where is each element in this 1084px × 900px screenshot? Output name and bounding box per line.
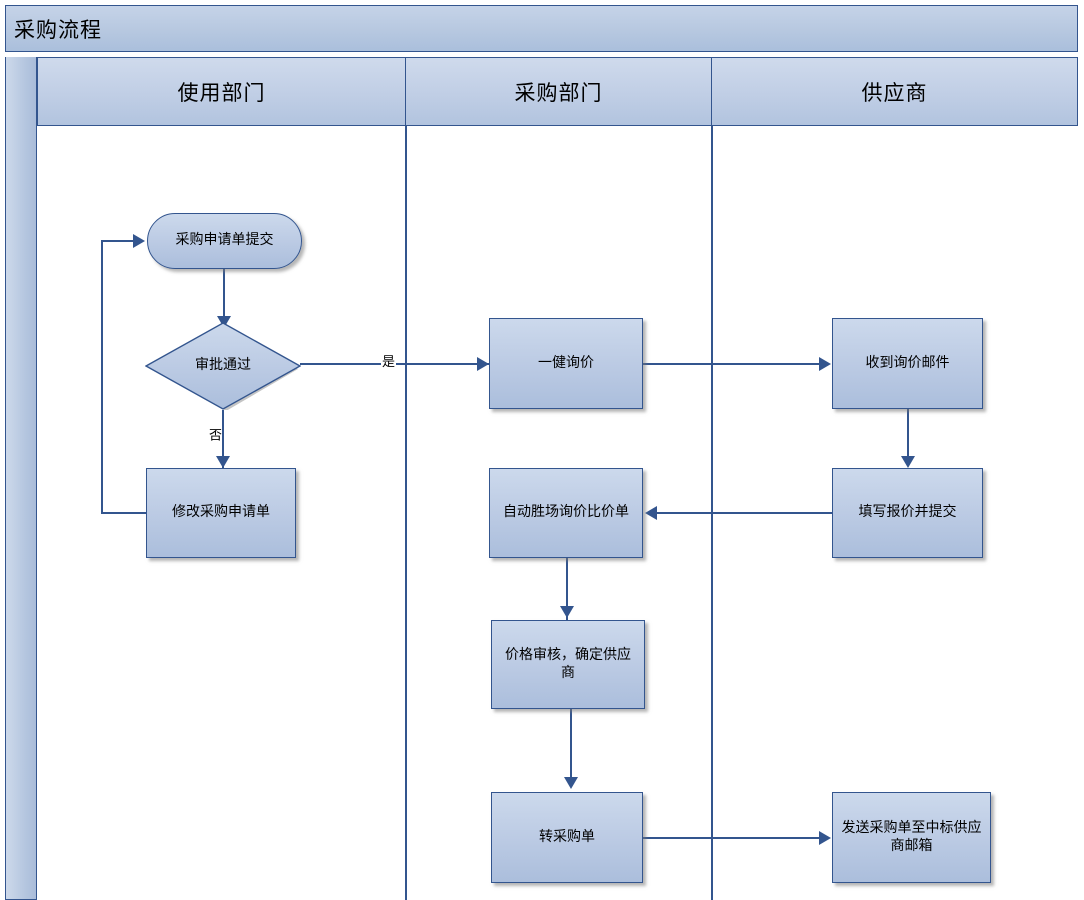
arrowhead-approval-no [216, 456, 230, 468]
lane-header-label: 供应商 [861, 80, 928, 105]
arrowhead-approval-yes [477, 357, 489, 371]
node-fill-and-submit-quote[interactable]: 填写报价并提交 [832, 468, 983, 558]
node-price-review-select-supplier[interactable]: 价格审核，确定供应商 [491, 620, 645, 709]
node-label: 价格审核，确定供应商 [505, 648, 631, 681]
node-label: 发送采购单至中标供应商邮箱 [841, 821, 982, 854]
lane-header-supplier: 供应商 [711, 57, 1078, 126]
node-label: 修改采购申请单 [172, 505, 270, 521]
lane-header-purchasing-department: 采购部门 [405, 57, 712, 126]
connector-approval-no [222, 410, 224, 468]
node-label: 填写报价并提交 [858, 505, 957, 521]
pool-left-band [5, 57, 37, 900]
arrowhead-auto-compare-to-price-review [560, 606, 574, 618]
node-label: 一健询价 [538, 355, 594, 371]
node-approval-decision[interactable]: 审批通过 [145, 322, 301, 410]
node-convert-to-purchase-order[interactable]: 转采购单 [491, 792, 643, 883]
node-receive-inquiry-email[interactable]: 收到询价邮件 [832, 318, 983, 409]
connector-receive-mail-to-fill-quote [907, 409, 909, 460]
lane-divider-1 [405, 126, 407, 900]
connector-fill-quote-to-auto-compare [657, 512, 832, 514]
arrowhead-modify-loop [133, 234, 145, 248]
lane-header-label: 采购部门 [514, 80, 603, 105]
connector-price-review-to-purchase-order [570, 709, 572, 781]
arrowhead-fill-quote-to-auto-compare [645, 506, 657, 520]
connector-submit-to-approval [223, 268, 225, 320]
node-label: 采购申请单提交 [175, 233, 274, 249]
arrowhead-purchase-order-to-send-mail [819, 831, 831, 845]
node-one-click-inquiry[interactable]: 一健询价 [489, 318, 643, 409]
node-auto-compare-quotation[interactable]: 自动胜场询价比价单 [489, 468, 643, 558]
connector-inquiry-to-receive-mail [643, 363, 820, 365]
node-label: 自动胜场询价比价单 [503, 505, 629, 521]
connector-auto-compare-to-price-review [566, 558, 568, 620]
edge-label-yes: 是 [381, 354, 397, 369]
arrowhead-inquiry-to-receive-mail [819, 357, 831, 371]
arrowhead-price-review-to-purchase-order [564, 777, 578, 789]
node-send-po-to-winning-supplier-email[interactable]: 发送采购单至中标供应商邮箱 [832, 792, 991, 883]
connector-purchase-order-to-send-mail [643, 837, 820, 839]
node-modify-purchase-request[interactable]: 修改采购申请单 [146, 468, 296, 558]
lane-header-label: 使用部门 [177, 80, 266, 105]
connector-modify-loop-bottom [101, 512, 147, 514]
diamond-shape-icon [145, 322, 301, 410]
connector-modify-loop-top [101, 240, 135, 242]
node-label: 收到询价邮件 [865, 355, 950, 371]
node-submit-purchase-request[interactable]: 采购申请单提交 [147, 213, 302, 269]
node-label: 转采购单 [539, 829, 595, 845]
pool-title-bar: 采购流程 [5, 5, 1078, 52]
connector-modify-loop-left [101, 240, 103, 514]
arrowhead-receive-mail-to-fill-quote [901, 456, 915, 468]
node-label: 审批通过 [195, 358, 251, 374]
edge-label-no: 否 [207, 428, 222, 441]
lane-header-using-department: 使用部门 [37, 57, 406, 126]
pool-title-text: 采购流程 [14, 17, 102, 42]
